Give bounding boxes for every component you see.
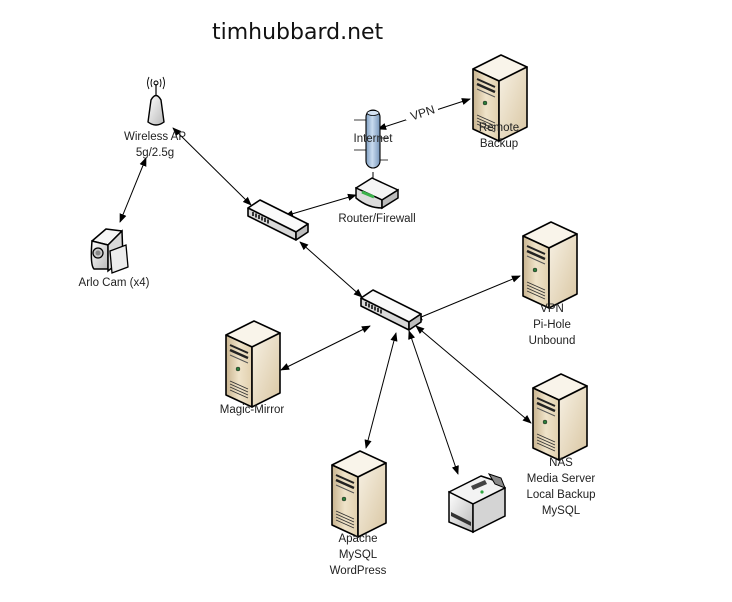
server-icon-web	[330, 449, 388, 539]
arlo-cam-label: Arlo Cam (x4)	[78, 277, 150, 289]
printer-icon	[448, 473, 506, 534]
link-switch2-web	[364, 332, 398, 449]
wireless-access-point-icon	[147, 76, 165, 126]
router-icon	[355, 177, 399, 210]
link-switch1-switch2	[299, 241, 363, 298]
router-label: Router/Firewall	[338, 213, 416, 225]
link-switch2-nas	[415, 325, 532, 424]
camera-icon	[90, 228, 129, 274]
web-server-label: Apache MySQL WordPress	[329, 533, 387, 577]
remote-backup-label: Remote Backup	[478, 122, 520, 150]
link-switch2-vpn	[413, 275, 521, 321]
server-icon-nas	[531, 372, 589, 462]
vpn-server-label: VPN Pi-Hole Unbound	[528, 303, 576, 347]
link-ap-switch1	[172, 127, 252, 206]
wireless-ap-label: Wireless AP 5g/2.5g	[124, 131, 186, 159]
internet-label: Internet	[353, 133, 393, 145]
connections	[119, 98, 532, 475]
link-cam-ap	[119, 157, 147, 223]
magic-mirror-label: Magic-Mirror	[219, 404, 285, 416]
link-switch2-printer	[408, 330, 459, 475]
network-switch-icon	[360, 289, 422, 331]
link-switch2-magic-mirror	[280, 325, 371, 371]
network-switch-icon	[247, 199, 309, 241]
nas-label: NAS Media Server Local Backup MySQL	[526, 457, 596, 517]
link-switch1-router	[284, 193, 357, 218]
server-icon-magic-mirror	[224, 319, 282, 409]
server-icon-vpn	[521, 220, 579, 310]
site-title: timhubbard.net	[212, 20, 384, 45]
internet-pipe-icon	[354, 109, 388, 169]
